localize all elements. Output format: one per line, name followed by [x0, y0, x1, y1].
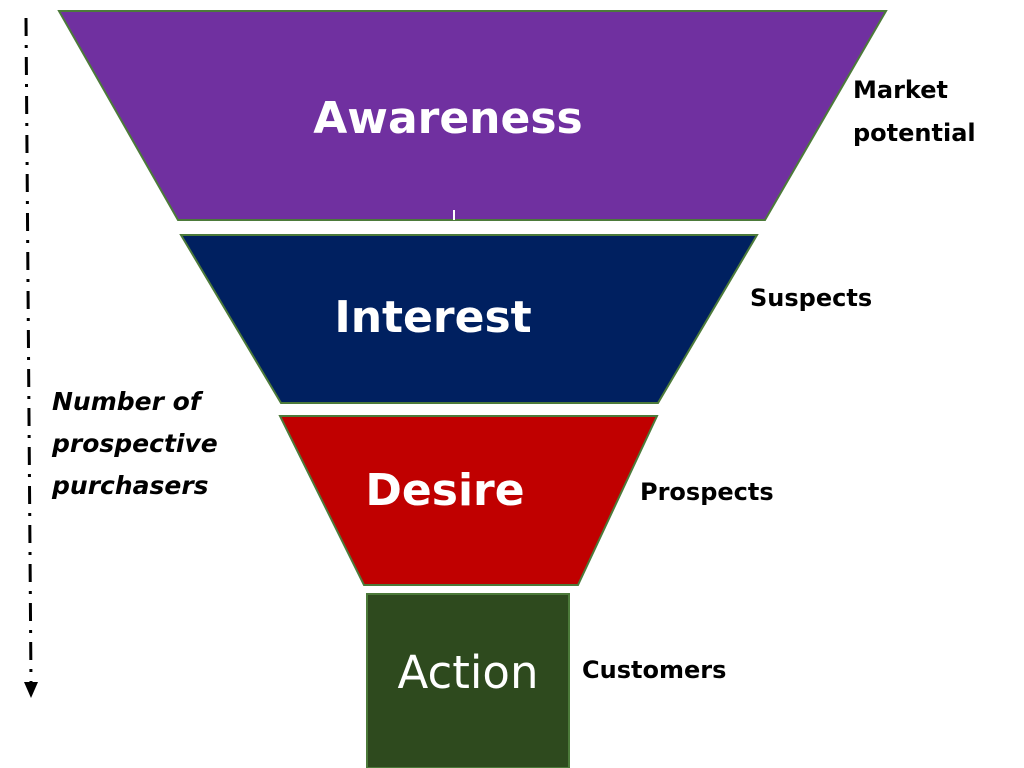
funnel-stage-awareness: Awareness Market potential: [57, 10, 976, 221]
awareness-side-label-line-1: Market: [853, 76, 948, 104]
axis-line: [24, 17, 33, 685]
action-label: Action: [398, 646, 539, 699]
action-side-label: Customers: [582, 656, 726, 684]
action-rectangle: [366, 593, 570, 768]
axis-label: Number of prospective purchasers: [51, 387, 226, 500]
interest-trapezoid: [179, 234, 759, 404]
desire-trapezoid: [278, 415, 659, 586]
desire-side-label: Prospects: [640, 478, 774, 506]
interest-label: Interest: [334, 292, 531, 343]
funnel-stage-action: Action Customers: [366, 593, 726, 768]
arrow-down-icon: [24, 682, 38, 698]
desire-label: Desire: [365, 465, 524, 516]
axis-label-line-1: Number of: [52, 387, 204, 416]
axis-arrow: [24, 17, 38, 698]
funnel-stage-desire: Desire Prospects: [278, 415, 774, 586]
awareness-trapezoid: [57, 10, 888, 221]
axis-label-line-2: prospective: [51, 429, 218, 458]
awareness-side-label: Market potential: [853, 76, 976, 147]
interest-side-label: Suspects: [750, 284, 872, 312]
awareness-side-label-line-2: potential: [853, 119, 976, 147]
funnel-stage-interest: Interest Suspects: [179, 234, 872, 404]
awareness-label: Awareness: [313, 93, 582, 144]
axis-label-line-3: purchasers: [51, 471, 209, 500]
